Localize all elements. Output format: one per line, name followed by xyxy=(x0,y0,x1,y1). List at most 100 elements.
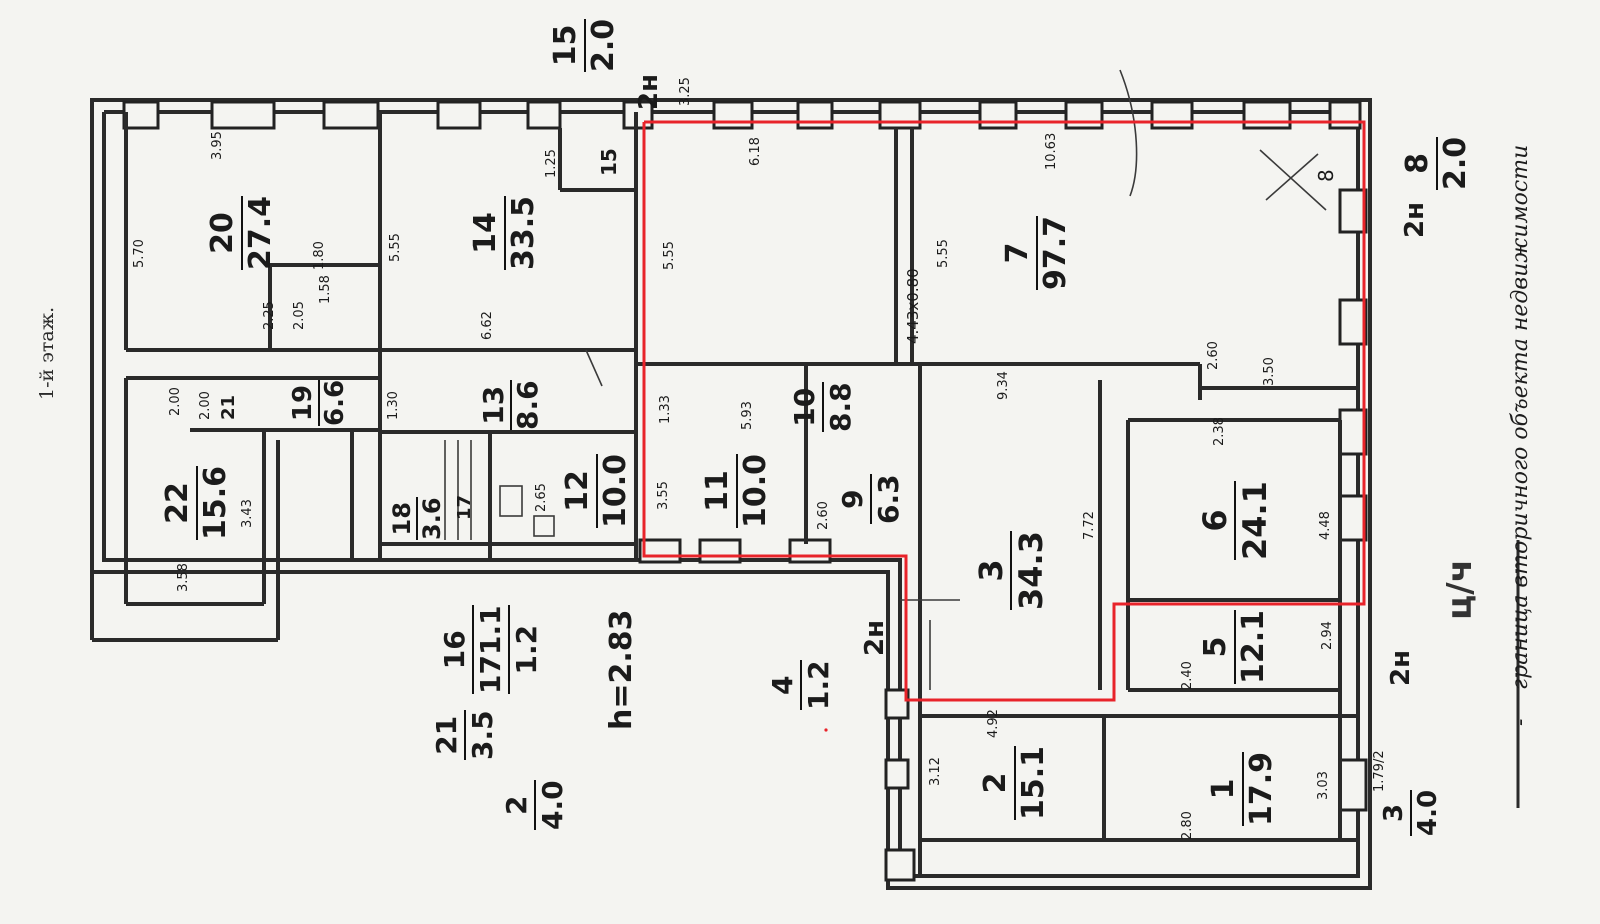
interior-walls xyxy=(124,112,1358,876)
fraction-2-den: 4.0 xyxy=(534,780,570,830)
fraction-16: 16 171.1 1.2 xyxy=(438,605,544,694)
room-2-number: 2 xyxy=(978,772,1013,794)
fraction-top-15-den: 2.0 xyxy=(584,18,622,72)
dim-label: 1.79/2 xyxy=(1372,750,1387,792)
fraction-2-num: 2 xyxy=(500,795,533,815)
stair-marker-corner: 2н xyxy=(1400,201,1430,238)
fraction-16-num: 16 xyxy=(438,630,471,670)
room-2: 2 15.1 xyxy=(978,745,1052,820)
room-1-number: 1 xyxy=(1206,778,1241,800)
room-10-number: 10 xyxy=(788,387,821,427)
room-14: 14 33.5 xyxy=(468,195,542,270)
stair-marker-right: 2н xyxy=(1386,649,1416,686)
room-18-number: 18 xyxy=(388,502,416,536)
dim-label: 3.12 xyxy=(928,757,943,786)
room-6: 6 24.1 xyxy=(1196,481,1274,560)
dim-label: 1.33 xyxy=(658,395,673,424)
property-boundary xyxy=(642,120,1366,702)
dim-label: 3.03 xyxy=(1316,771,1331,800)
dim-label: 8 xyxy=(1314,169,1338,182)
fraction-3-num: 3 xyxy=(1379,803,1409,823)
room-22-area: 15.6 xyxy=(196,465,234,540)
room-3-area: 34.3 xyxy=(1010,531,1050,610)
room-7: 7 97.7 xyxy=(1000,215,1074,290)
room-9: 9 6.3 xyxy=(836,474,906,524)
legend-text: граница вторичного объекта недвижимости xyxy=(1508,144,1533,690)
room-9-number: 9 xyxy=(836,489,869,509)
dim-label: 1.80 xyxy=(312,241,327,270)
dim-label: 3.25 xyxy=(678,77,693,106)
dim-label: 2.60 xyxy=(1206,341,1221,370)
dim-label: 2.40 xyxy=(1180,661,1195,690)
room-13-area: 8.6 xyxy=(510,380,544,430)
room-13: 13 8.6 xyxy=(477,380,544,430)
fraction-4-num: 4 xyxy=(766,675,799,695)
fraction-top-15-num: 15 xyxy=(548,24,583,67)
dim-label: 10.63 xyxy=(1044,132,1059,170)
room-11: 11 10.0 xyxy=(700,453,774,528)
room-21: 21 xyxy=(218,395,240,420)
dim-label: 2.05 xyxy=(292,301,307,330)
dim-label: 5.70 xyxy=(132,239,147,268)
room-14-number: 14 xyxy=(468,212,503,254)
fraction-3: 3 4.0 xyxy=(1378,789,1444,836)
room-17: 17 xyxy=(454,495,476,520)
fraction-16-den: 171.1 xyxy=(472,605,508,694)
fraction-2: 2 4.0 xyxy=(500,780,570,830)
fraction-21-den: 3.5 xyxy=(464,710,500,760)
room-13-number: 13 xyxy=(477,385,510,425)
room-19-number: 19 xyxy=(288,384,318,422)
room-12-number: 12 xyxy=(560,470,595,512)
dim-label: 2.60 xyxy=(816,501,831,530)
fraction-3-den: 4.0 xyxy=(1410,789,1444,836)
room-6-number: 6 xyxy=(1196,509,1234,532)
room-5: 5 12.1 xyxy=(1198,609,1272,684)
dim-label: 2.00 xyxy=(198,391,213,420)
dim-label: 1.25 xyxy=(544,149,559,178)
fraction-corner-8: 8 2.0 xyxy=(1400,136,1474,190)
dim-label: 1.58 xyxy=(318,275,333,304)
dim-label: 4.48 xyxy=(1318,511,1333,540)
fraction-16-extra: 1.2 xyxy=(508,605,544,694)
room-10: 10 8.8 xyxy=(788,382,858,432)
dim-label: 3.50 xyxy=(1262,357,1277,386)
stair-marker-mid: 2н xyxy=(860,619,890,656)
red-dot-icon xyxy=(824,728,828,732)
room-15: 15 xyxy=(597,148,621,176)
room-7-area: 97.7 xyxy=(1036,215,1074,290)
room-20-area: 27.4 xyxy=(241,195,279,270)
room-3-number: 3 xyxy=(972,559,1010,582)
dim-label: 9.34 xyxy=(996,371,1011,400)
fraction-21: 21 3.5 xyxy=(430,710,500,760)
room-9-area: 6.3 xyxy=(870,474,906,524)
room-3: 3 34.3 xyxy=(972,531,1050,610)
dim-label: 2.94 xyxy=(1320,621,1335,650)
room-11-number: 11 xyxy=(700,470,735,512)
room-22-number: 22 xyxy=(160,482,195,524)
room-12-area: 10.0 xyxy=(596,453,634,528)
room-19-area: 6.6 xyxy=(318,379,350,426)
stair-marker-top: 2н xyxy=(634,73,664,110)
room-22: 22 15.6 xyxy=(160,465,234,540)
fraction-21-num: 21 xyxy=(430,715,463,755)
dim-label: 3.58 xyxy=(176,563,191,592)
fraction-corner-8-num: 8 xyxy=(1400,152,1435,174)
dim-label: 5.55 xyxy=(662,241,677,270)
dim-label: 6.18 xyxy=(748,137,763,166)
dim-label: 2.00 xyxy=(168,387,183,416)
room-15-number: 15 xyxy=(597,148,621,176)
legend-dash: - xyxy=(1508,718,1533,726)
dim-label: 5.55 xyxy=(388,233,403,262)
fixtures xyxy=(444,69,1327,690)
room-1: 1 17.9 xyxy=(1206,751,1280,826)
room-17-number: 17 xyxy=(454,494,475,520)
dim-label: 6.62 xyxy=(480,311,495,340)
room-1-area: 17.9 xyxy=(1242,751,1280,826)
fraction-top-15: 15 2.0 xyxy=(548,18,622,72)
fraction-4: 4 1.2 xyxy=(766,660,836,710)
fraction-4-den: 1.2 xyxy=(800,660,836,710)
floor-title: 1-й этаж. xyxy=(36,306,58,400)
room-5-area: 12.1 xyxy=(1234,609,1272,684)
room-19: 19 6.6 xyxy=(288,379,350,426)
